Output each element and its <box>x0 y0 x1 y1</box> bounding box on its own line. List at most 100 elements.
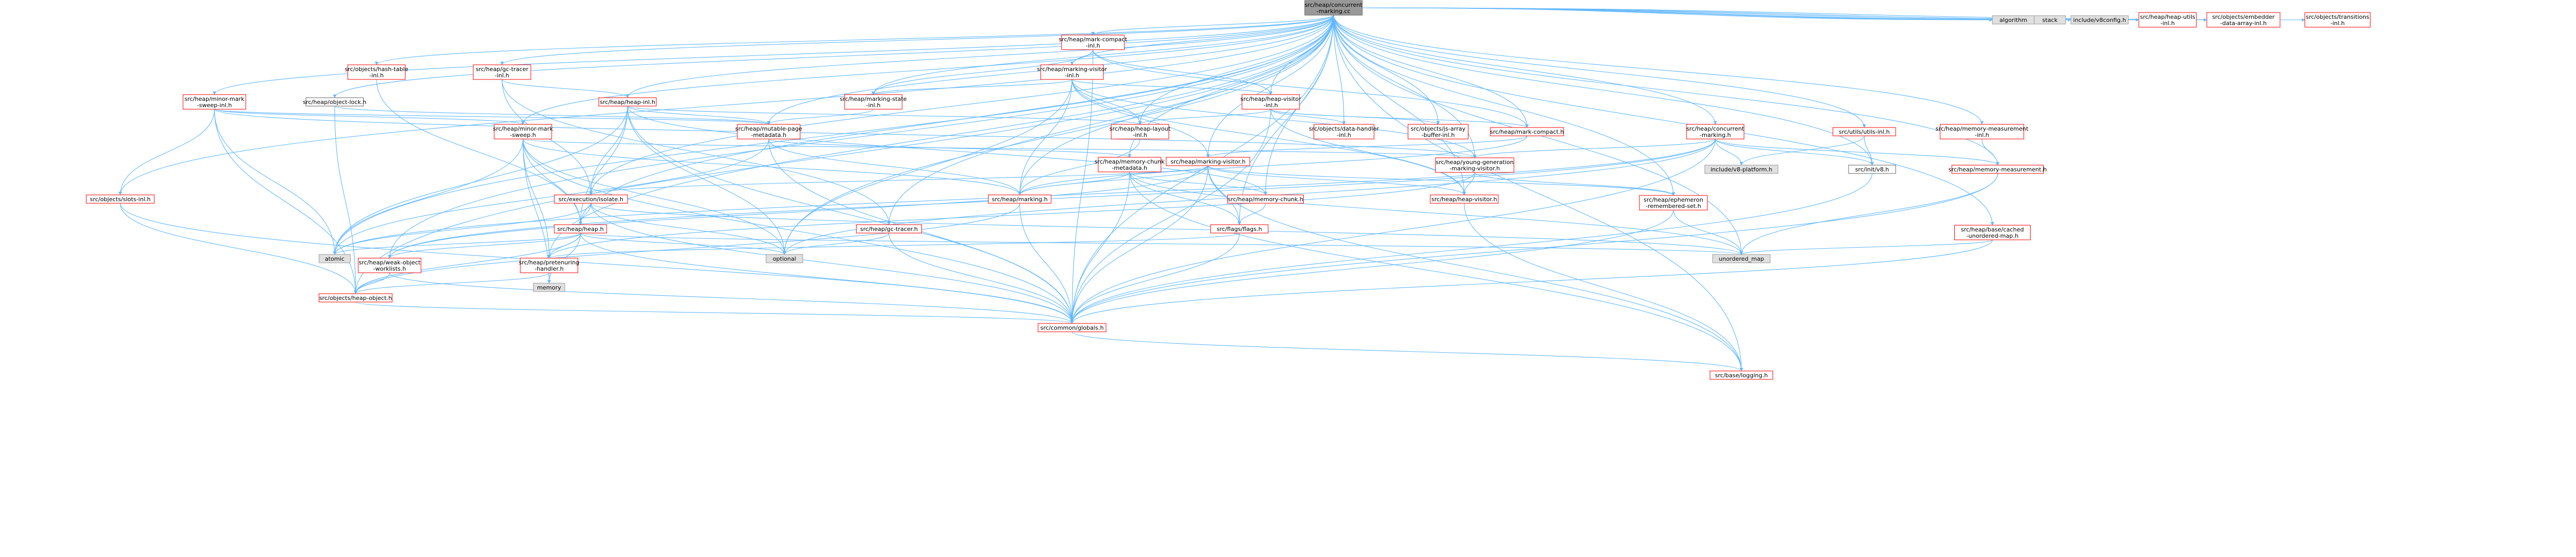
node-heap-marking[interactable]: src/heap/marking.h <box>988 194 1052 204</box>
node-mutable-page-metadata[interactable]: src/heap/mutable-page-metadata.h <box>735 124 802 140</box>
node-label: -inl.h <box>369 72 384 79</box>
node-box <box>856 224 922 234</box>
edge-memory_measurement_inl-to-memory_measurement <box>1981 138 2000 166</box>
node-minor-mark-sweep[interactable]: src/heap/minor-mark-sweep.h <box>493 124 553 140</box>
edge-root-to-cached_unordered_map <box>1333 15 1994 226</box>
node-label: -marking.cc <box>1317 8 1351 15</box>
node-data-handler-inl[interactable]: src/objects/data-handler-inl.h <box>1309 124 1379 140</box>
edge-minor_mark_sweep-to-young_gen_marking_visitor <box>522 138 1476 158</box>
node-weak-object-worklists[interactable]: src/heap/weak-object-worklists.h <box>358 258 421 273</box>
node-label: src/heap/pretenuring <box>519 259 579 266</box>
node-label: include/v8config.h <box>2073 17 2126 24</box>
edge-root-to-utils_inl <box>1333 15 1866 128</box>
node-heap-utils-inl[interactable]: src/heap/heap-utils-inl.h <box>2138 12 2197 28</box>
node-transitions-inl[interactable]: src/objects/transitions-inl.h <box>2305 12 2370 28</box>
node-execution-isolate[interactable]: src/execution/isolate.h <box>554 194 628 204</box>
node-label: src/heap/memory-measurement.h <box>1948 166 2047 173</box>
node-memory-chunk[interactable]: src/heap/memory-chunk.h <box>1227 194 1304 204</box>
node-js-array-buffer-inl[interactable]: src/objects/js-array-buffer-inl.h <box>1408 124 1468 140</box>
edge-heap_visitor_inl-to-mark_compact <box>1270 109 1529 128</box>
edge-minor_mark_sweep_inl-to-young_gen_marking_visitor <box>214 109 1476 158</box>
node-young-gen-marking-visitor[interactable]: src/heap/young-generation-marking-visito… <box>1435 157 1514 173</box>
node-mark-compact-inl[interactable]: src/heap/mark-compact-inl.h <box>1059 34 1128 50</box>
node-label: src/heap/gc-tracer.h <box>860 226 918 233</box>
node-unordered-map: unordered_map <box>1712 254 1771 263</box>
node-label: src/heap/concurrent <box>1686 125 1745 132</box>
edge-heap_inl-to-atomic <box>333 106 628 255</box>
node-box <box>1061 34 1125 50</box>
node-label: atomic <box>325 256 345 262</box>
node-label: -metadata.h <box>1112 165 1147 171</box>
node-flags[interactable]: src/flags/flags.h <box>1210 224 1269 234</box>
edge-heap_visitor_inl-to-data_handler_inl <box>1270 109 1346 125</box>
node-pretenuring-handler[interactable]: src/heap/pretenuring-handler.h <box>519 258 579 273</box>
edge-marking_visitor_inl-to-marking_visitor <box>1072 79 1210 158</box>
node-heap-visitor-inl[interactable]: src/heap/heap-visitor-inl.h <box>1240 94 1301 110</box>
node-gc-tracer[interactable]: src/heap/gc-tracer.h <box>856 224 922 234</box>
node-box <box>1098 157 1161 172</box>
edge-gc_tracer_inl-to-heap_inl <box>501 79 630 98</box>
node-memory-measurement-inl[interactable]: src/heap/memory-measurement-inl.h <box>1935 124 2028 140</box>
node-root[interactable]: src/heap/concurrent-marking.cc <box>1304 0 1363 16</box>
node-concurrent-marking-h[interactable]: src/heap/concurrent-marking.h <box>1686 124 1745 140</box>
node-box <box>1430 194 1499 204</box>
edge-weak_object_worklists-to-common_globals <box>389 272 1074 324</box>
node-label: -inl.h <box>1975 132 1989 138</box>
node-label: src/heap/mutable-page <box>735 125 802 132</box>
node-box <box>473 64 531 80</box>
node-heap-object[interactable]: src/objects/heap-object.h <box>318 293 393 303</box>
node-hash-table-inl[interactable]: src/objects/hash-table-inl.h <box>345 64 408 80</box>
node-objects-slots-inl[interactable]: src/objects/slots-inl.h <box>86 194 155 204</box>
node-heap-inl[interactable]: src/heap/heap-inl.h <box>598 97 657 107</box>
node-heap-visitor[interactable]: src/heap/heap-visitor.h <box>1430 194 1499 204</box>
node-label: src/heap/concurrent <box>1305 2 1363 8</box>
node-object-lock[interactable]: src/heap/object-lock.h <box>303 97 367 107</box>
node-label: src/heap/gc-tracer <box>476 66 529 73</box>
node-base-logging[interactable]: src/base/logging.h <box>1709 370 1773 380</box>
node-label: src/common/globals.h <box>1040 324 1103 331</box>
node-label: memory <box>537 284 561 291</box>
edge-young_gen_marking_visitor-to-pretenuring_handler <box>547 172 1475 259</box>
node-box <box>554 194 628 204</box>
node-label: -inl.h <box>2330 20 2345 27</box>
node-common-globals[interactable]: src/common/globals.h <box>1038 323 1107 332</box>
node-memory-measurement[interactable]: src/heap/memory-measurement.h <box>1948 165 2047 174</box>
node-label: -worklists.h <box>373 265 406 272</box>
edge-memory_measurement-to-common_globals <box>1070 173 1998 324</box>
node-box <box>1832 127 1896 136</box>
edge-marking_visitor_inl-to-heap_layout_inl <box>1072 79 1142 125</box>
edge-heap_marking-to-heap_object <box>354 203 1020 294</box>
node-mark-compact[interactable]: src/heap/mark-compact.h <box>1490 127 1564 136</box>
edge-utils_inl-to-v8_platform <box>1739 135 1865 166</box>
edge-root-to-common_globals <box>1070 15 1334 324</box>
edge-heap_visitor_inl-to-heap_layout_inl <box>1138 109 1271 125</box>
node-heap-layout-inl[interactable]: src/heap/heap-layout-inl.h <box>1110 124 1171 140</box>
edge-root-to-data_handler_inl <box>1333 15 1346 125</box>
edge-root-to-hash_table_inl <box>374 15 1334 65</box>
node-box <box>737 124 801 140</box>
node-memory-chunk-metadata[interactable]: src/heap/memory-chunk-metadata.h <box>1095 157 1165 172</box>
node-marking-visitor-inl[interactable]: src/heap/marking-visitor-inl.h <box>1037 64 1107 80</box>
node-utils-inl[interactable]: src/utils/utils-inl.h <box>1832 127 1896 136</box>
edge-gc_tracer_inl-to-gc_tracer <box>501 79 891 225</box>
node-init-v8[interactable]: src/init/v8.h <box>1848 165 1896 174</box>
edge-memory_chunk_metadata-to-base_logging <box>1129 171 1743 372</box>
edge-marking_visitor_inl-to-heap_visitor <box>1072 79 1466 195</box>
node-box <box>1709 370 1773 380</box>
node-gc-tracer-inl[interactable]: src/heap/gc-tracer-inl.h <box>473 64 531 80</box>
node-embedder-data-array-inl[interactable]: src/objects/embedder-data-array-inl.h <box>2206 12 2281 28</box>
node-ephemeron-remembered-set[interactable]: src/heap/ephemeron-remembered-set.h <box>1639 195 1708 211</box>
node-minor-mark-sweep-inl[interactable]: src/heap/minor-mark-sweep-inl.h <box>183 94 246 110</box>
node-label: src/objects/hash-table <box>345 66 408 73</box>
node-cached-unordered-map[interactable]: src/heap/base/cached-unordered-map.h <box>1954 225 2031 240</box>
node-label: -inl.h <box>2160 20 2175 27</box>
edge-root-to-ephemeron_remembered_set <box>1333 15 1675 196</box>
edge-init_v8-to-common_globals <box>1070 173 1873 324</box>
node-box <box>2305 12 2370 28</box>
edge-memory_chunk_metadata-to-unordered_map <box>1129 171 1743 255</box>
node-marking-state-inl[interactable]: src/heap/marking-state-inl.h <box>840 94 907 110</box>
node-box <box>1314 124 1374 140</box>
node-marking-visitor[interactable]: src/heap/marking-visitor.h <box>1166 157 1250 166</box>
node-heap-h[interactable]: src/heap/heap.h <box>554 224 607 234</box>
node-box <box>305 97 364 107</box>
